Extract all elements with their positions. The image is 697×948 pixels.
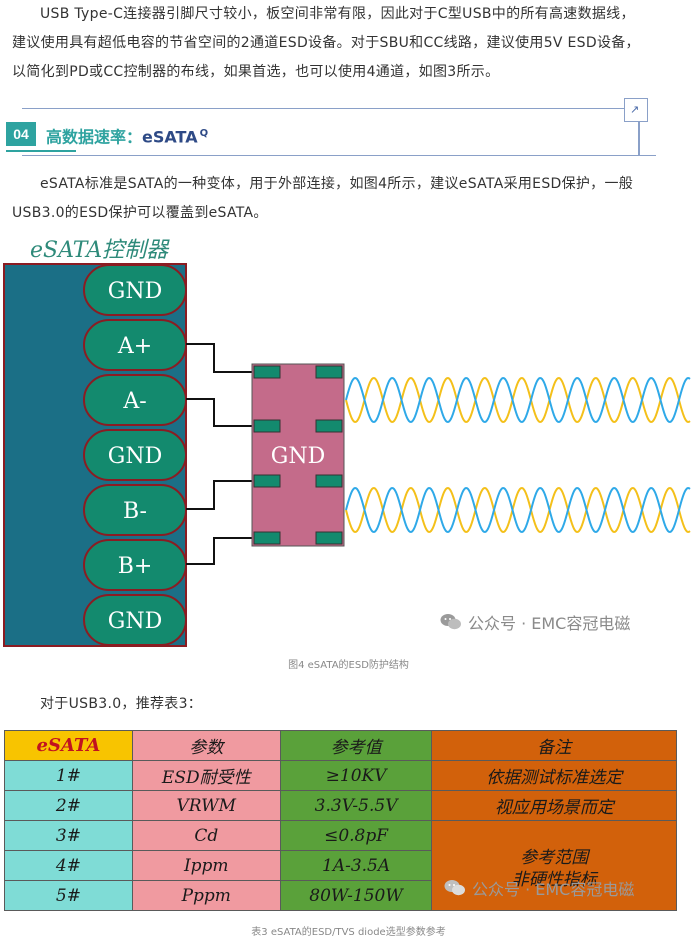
signal-wave <box>345 376 691 424</box>
table-cell: 2# <box>4 790 133 821</box>
pin-label: GND <box>108 279 162 304</box>
intro-line-3: 以简化到PD或CC控制器的布线，如果首选，也可以使用4通道，如图3所示。 <box>12 64 500 80</box>
section-number: 04 <box>6 122 36 146</box>
connector-pin <box>83 594 187 646</box>
pad <box>315 531 343 545</box>
pin-group: GND A+ A- GND B- B+ GND <box>83 264 187 646</box>
pin-label: B- <box>123 499 147 524</box>
table-cell: ≥10KV <box>279 760 433 791</box>
table-header-row: eSATA 参数 参考值 备注 <box>4 730 677 761</box>
table-cell: 4# <box>4 850 133 881</box>
section-corner-box: ↗ <box>624 98 648 122</box>
wire-a-minus <box>186 398 252 427</box>
usb30-intro: 对于USB3.0，推荐表3： <box>40 696 203 712</box>
table-cell: 3# <box>4 820 133 851</box>
table-cell: 依据测试标准选定 <box>431 760 677 791</box>
wire-a-plus <box>186 343 252 373</box>
table-cell: Cd <box>131 820 281 851</box>
esd-pads <box>253 365 343 545</box>
section-underline <box>6 150 76 152</box>
esata-paragraph: eSATA标准是SATA的一种变体，用于外部连接，如图4所示，建议eSATA采用… <box>12 170 686 228</box>
esd-package <box>251 363 345 547</box>
pin-label: A+ <box>117 334 152 359</box>
table-cell: Ippm <box>131 850 281 881</box>
table-merged-note-cell: 参考范围 非硬性指标 <box>431 820 677 911</box>
table-header-cell: 参考值 <box>279 730 433 761</box>
table-cell: Pppm <box>131 880 281 911</box>
watermark-text: 公众号 · EMC容冠电磁 <box>468 614 631 633</box>
table-cell: 1A-3.5A <box>279 850 433 881</box>
esata-line-2: USB3.0的ESD保护可以覆盖到eSATA。 <box>12 205 268 221</box>
esata-diagram-svg: GND A+ A- GND B- B+ GND GND <box>3 263 691 647</box>
table-cell: 视应用场景而定 <box>431 790 677 821</box>
wires <box>186 343 252 565</box>
table-row: 4# Ippm 1A-3.5A <box>4 850 677 881</box>
pad <box>315 419 343 433</box>
note-line: 参考范围 <box>520 847 589 868</box>
pad <box>315 365 343 379</box>
pad <box>253 365 281 379</box>
watermark-figure: 公众号 · EMC容冠电磁 <box>440 610 630 634</box>
pin-label: A- <box>122 389 146 414</box>
twisted-pair-waves <box>345 376 691 534</box>
table-cell: 1# <box>4 760 133 791</box>
section-title-cn: 高数据速率： <box>46 127 143 147</box>
signal-wave <box>345 486 691 534</box>
intro-line-2: 建议使用具有超低电容的节省空间的2通道ESD设备。对于SBU和CC线路，建议使用… <box>12 35 640 51</box>
table-header-cell: 备注 <box>431 730 677 761</box>
note-line: 非硬性指标 <box>511 869 597 890</box>
pad <box>253 419 281 433</box>
signal-wave <box>345 486 691 534</box>
diagram-title: eSATA控制器 <box>30 238 169 263</box>
figure-esata-esd: GND A+ A- GND B- B+ GND GND eSATA控制器 <box>0 230 697 650</box>
intro-paragraph: USB Type-C连接器引脚尺寸较小，板空间非常有限，因此对于C型USB中的所… <box>12 0 686 87</box>
connector-pin <box>83 264 187 316</box>
param-table: eSATA 参数 参考值 备注 1# ESD耐受性 ≥10KV 依据测试标准选定… <box>4 730 677 911</box>
table-cell: ESD耐受性 <box>131 760 281 791</box>
table-header-cell: eSATA <box>4 730 133 761</box>
table-row: 3# Cd ≤0.8pF 参考范围 非硬性指标 <box>4 820 677 911</box>
pad <box>253 474 281 488</box>
search-icon[interactable]: Q <box>199 128 209 139</box>
pin-label: B+ <box>118 554 153 579</box>
pin-label: GND <box>108 609 162 634</box>
table-cell: VRWM <box>131 790 281 821</box>
pin-label: GND <box>108 444 162 469</box>
wechat-icon <box>440 613 462 631</box>
pad <box>253 531 281 545</box>
table-cell: 80W-150W <box>279 880 433 911</box>
intro-line-1: USB Type-C连接器引脚尺寸较小，板空间非常有限，因此对于C型USB中的所… <box>40 6 635 22</box>
connector-pin <box>83 429 187 481</box>
watermark-table: 公众号 · EMC容冠电磁 <box>444 876 634 900</box>
wire-b-plus <box>186 537 252 565</box>
table-cell: 3.3V-5.5V <box>279 790 433 821</box>
signal-wave <box>345 376 691 424</box>
section-bottom-rule <box>22 155 656 156</box>
esd-gnd-label: GND <box>271 444 325 469</box>
table-header-cell: 参数 <box>131 730 281 761</box>
pad <box>315 474 343 488</box>
table-row: 1# ESD耐受性 ≥10KV 依据测试标准选定 <box>4 760 677 791</box>
esata-line-1: eSATA标准是SATA的一种变体，用于外部连接，如图4所示，建议eSATA采用… <box>40 176 634 192</box>
figure-caption: 图4 eSATA的ESD防护结构 <box>288 660 409 671</box>
table-row: 2# VRWM 3.3V-5.5V 视应用场景而定 <box>4 790 677 821</box>
watermark-text: 公众号 · EMC容冠电磁 <box>472 880 635 899</box>
wire-b-minus <box>186 480 252 510</box>
wechat-icon <box>444 879 466 897</box>
arrow-icon: ↗ <box>630 103 640 116</box>
table-caption: 表3 eSATA的ESD/TVS diode选型参数参考 <box>251 927 446 938</box>
section-title-en: eSATA <box>142 127 198 147</box>
table-cell: 5# <box>4 880 133 911</box>
table-row: 5# Pppm 80W-150W <box>4 880 677 911</box>
table-cell: ≤0.8pF <box>279 820 433 851</box>
